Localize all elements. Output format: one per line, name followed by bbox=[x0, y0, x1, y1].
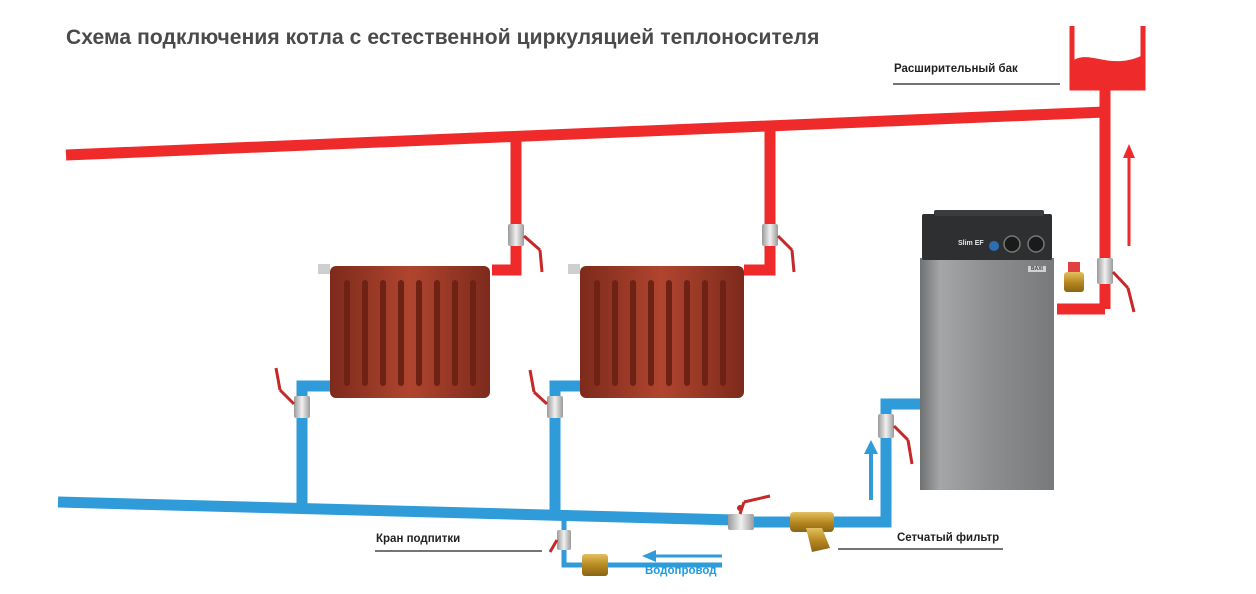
radiator1-return-pipe bbox=[296, 380, 330, 505]
diagram-title: Схема подключения котла с естественной ц… bbox=[66, 26, 820, 49]
mesh-filter bbox=[790, 512, 834, 552]
safety-valve bbox=[1064, 262, 1084, 292]
radiator-1 bbox=[318, 264, 490, 398]
valve-radiator2-supply[interactable] bbox=[762, 224, 796, 273]
water-inflow-arrow-icon bbox=[642, 550, 722, 562]
main-return-pipe bbox=[57, 496, 735, 526]
valve-boiler-return[interactable] bbox=[878, 414, 914, 465]
boiler bbox=[920, 210, 1054, 490]
valve-radiator2-return[interactable] bbox=[528, 369, 563, 418]
check-valve bbox=[582, 554, 608, 576]
boiler-side-label: BAXI bbox=[1031, 266, 1043, 272]
valve-radiator1-return[interactable] bbox=[274, 367, 310, 418]
valve-riser[interactable] bbox=[1097, 258, 1136, 313]
fill-valve[interactable] bbox=[548, 530, 571, 553]
valve-main-return[interactable] bbox=[728, 494, 771, 530]
main-supply-pipe bbox=[65, 106, 1106, 161]
boiler-brand-label: Slim EF bbox=[958, 240, 984, 247]
expansion-tank-label: Расширительный бак bbox=[894, 63, 1018, 75]
radiator2-return-pipe bbox=[549, 380, 581, 512]
water-supply-label: Водопровод bbox=[645, 565, 717, 577]
radiator1-supply-pipe bbox=[492, 136, 522, 276]
fill-valve-label: Кран подпитки bbox=[376, 533, 461, 545]
flow-up-cold-arrow-icon bbox=[864, 440, 878, 500]
expansion-tank bbox=[1069, 26, 1146, 91]
return-pipes bbox=[57, 380, 922, 568]
radiator-2 bbox=[568, 264, 744, 398]
radiator2-supply-pipe bbox=[744, 127, 776, 276]
valve-radiator1-supply[interactable] bbox=[508, 224, 544, 273]
flow-up-hot-arrow-icon bbox=[1123, 144, 1135, 246]
mesh-filter-label: Сетчатый фильтр bbox=[897, 532, 1000, 544]
